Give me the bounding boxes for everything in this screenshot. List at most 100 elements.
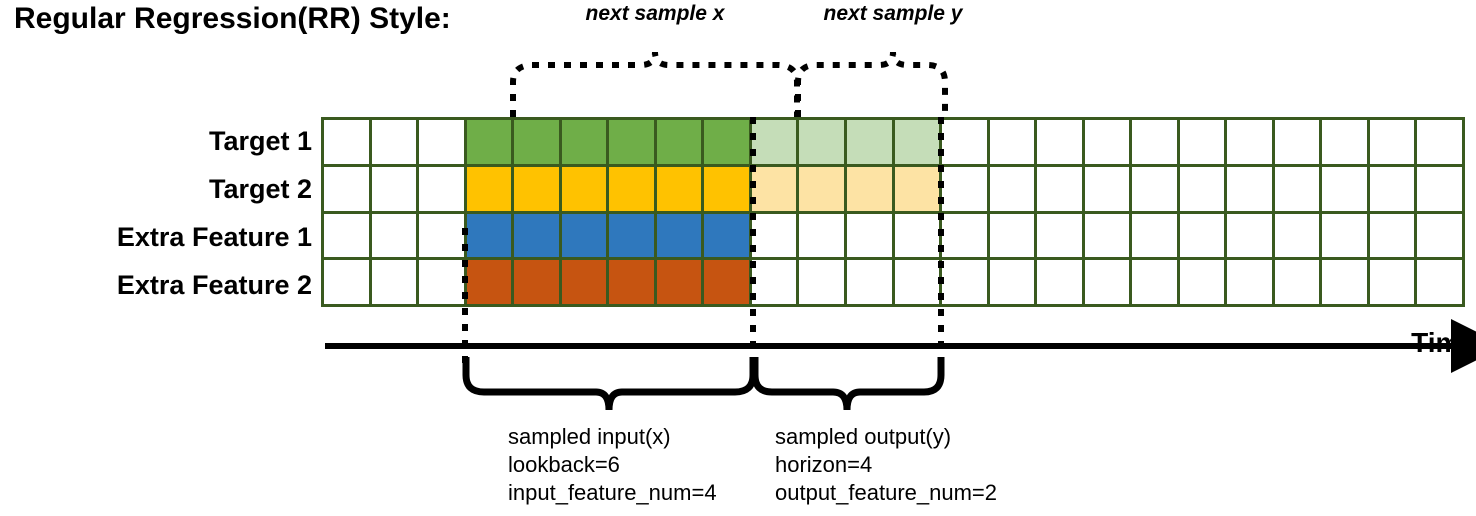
grid-cell-r4-c14-empty [942,260,987,304]
grid-cell-r2-c16-empty [1037,166,1082,211]
brace-next-sample-x [510,51,800,117]
sampled-output-line-1: sampled output(y) [775,424,952,449]
grid-cell-r1-c6-input [561,120,607,164]
grid-cell-r1-c14-empty [942,120,987,164]
grid-cell-r1-c1-empty [324,120,369,164]
grid-cell-r2-c14-empty [942,166,987,211]
grid-cell-r4-c5-input [514,260,559,304]
grid-cell-r4-c3-empty [419,260,464,304]
grid-cell-r4-c24-empty [1417,260,1462,304]
grid-cell-r4-c22-empty [1322,260,1367,304]
grid-cell-r3-c10-empty [751,213,797,258]
grid-cell-r3-c11-empty [799,213,844,258]
grid-cell-r4-c10-empty [751,260,797,304]
grid-cell-r3-c9-input [704,213,749,258]
grid-cell-r4-c7-input [609,260,654,304]
grid-cell-r2-c5-input [514,166,559,211]
grid-cell-r3-c12-empty [846,213,892,258]
grid-cell-r3-c19-empty [1179,213,1225,258]
page-title: Regular Regression(RR) Style: [14,2,451,35]
grid-cell-r2-c3-empty [419,166,464,211]
grid-cell-r1-c16-empty [1037,120,1082,164]
grid-cell-r1-c8-input [656,120,702,164]
grid-cell-r3-c22-empty [1322,213,1367,258]
row-label-extra-feature-2: Extra Feature 2 [116,270,312,300]
grid-cell-r4-c18-empty [1132,260,1177,304]
grid-cell-r1-c9-input [704,120,749,164]
grid-cell-r1-c20-empty [1227,120,1272,164]
grid-cell-r4-c4-input [466,260,512,304]
grid-cell-r4-c8-input [656,260,702,304]
grid-cell-r3-c15-empty [989,213,1035,258]
grid-cell-r1-c23-empty [1369,120,1415,164]
sampled-input-line-3: input_feature_num=4 [508,480,717,506]
grid-cell-r3-c14-empty [942,213,987,258]
grid-cell-r3-c18-empty [1132,213,1177,258]
grid-cell-r4-c13-empty [894,260,940,304]
grid-cell-r2-c11-output [799,166,844,211]
grid-cell-r3-c8-input [656,213,702,258]
grid-cell-r2-c23-empty [1369,166,1415,211]
grid-cell-r1-c17-empty [1084,120,1130,164]
grid-cell-r3-c4-input [466,213,512,258]
grid-cell-r4-c16-empty [1037,260,1082,304]
grid-cell-r2-c10-output [751,166,797,211]
brace-next-sample-y [795,51,948,117]
grid-cell-r4-c17-empty [1084,260,1130,304]
grid-cell-r1-c4-input [466,120,512,164]
grid-cell-r4-c15-empty [989,260,1035,304]
grid-cell-r2-c7-input [609,166,654,211]
row-label-extra-feature-1: Extra Feature 1 [116,222,312,252]
row-label-target-2: Target 2 [208,174,312,204]
grid-cell-r1-c12-output [846,120,892,164]
grid-cell-r3-c6-input [561,213,607,258]
grid-cell-r1-c18-empty [1132,120,1177,164]
grid-cell-r2-c22-empty [1322,166,1367,211]
grid-cell-r4-c11-empty [799,260,844,304]
grid-cell-r2-c18-empty [1132,166,1177,211]
grid-cell-r4-c19-empty [1179,260,1225,304]
grid-cell-r3-c5-input [514,213,559,258]
grid-cell-r3-c16-empty [1037,213,1082,258]
grid-cell-r1-c7-input [609,120,654,164]
grid-cell-r4-c21-empty [1274,260,1320,304]
grid-cell-r2-c17-empty [1084,166,1130,211]
grid-cell-r3-c13-empty [894,213,940,258]
grid-cell-r1-c13-output [894,120,940,164]
grid-cell-r1-c5-input [514,120,559,164]
row-label-target-1: Target 1 [208,126,312,156]
grid-cell-r2-c24-empty [1417,166,1462,211]
annotation-sampled-output: sampled output(y) horizon=4 output_featu… [775,423,997,507]
annotation-next-sample-y: next sample y [823,2,963,25]
sampled-output-line-2: horizon=4 [775,452,873,478]
grid-cell-r1-c11-output [799,120,844,164]
grid-cell-r4-c1-empty [324,260,369,304]
grid-cell-r2-c13-output [894,166,940,211]
grid-cell-r4-c9-input [704,260,749,304]
sampled-input-line-1: sampled input(x) [508,424,671,449]
grid-cell-r1-c10-output [751,120,797,164]
sampled-input-line-2: lookback=6 [508,452,620,478]
grid-cell-r1-c24-empty [1417,120,1462,164]
grid-cell-r4-c23-empty [1369,260,1415,304]
grid-cell-r2-c9-input [704,166,749,211]
grid-cell-r2-c1-empty [324,166,369,211]
grid-cell-r1-c21-empty [1274,120,1320,164]
grid-cell-r4-c6-input [561,260,607,304]
grid-cell-r1-c15-empty [989,120,1035,164]
grid-cell-r1-c3-empty [419,120,464,164]
grid-cell-r4-c20-empty [1227,260,1272,304]
grid-cell-r3-c1-empty [324,213,369,258]
time-axis-label: Time [1411,327,1476,358]
grid-cell-r2-c8-input [656,166,702,211]
grid-cell-r3-c17-empty [1084,213,1130,258]
timeseries-grid [321,117,1465,307]
grid-cell-r4-c2-empty [371,260,417,304]
grid-cell-r1-c19-empty [1179,120,1225,164]
grid-cell-r2-c6-input [561,166,607,211]
grid-cell-r2-c2-empty [371,166,417,211]
grid-cell-r4-c12-empty [846,260,892,304]
grid-cell-r1-c2-empty [371,120,417,164]
grid-cell-r3-c21-empty [1274,213,1320,258]
